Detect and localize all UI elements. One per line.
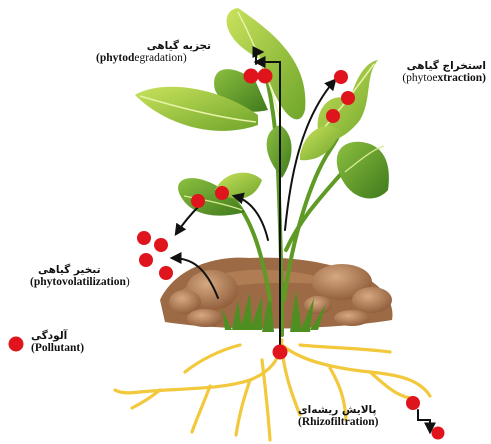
pollutant-legend-dot	[9, 337, 24, 352]
label-rhizofiltration: پالایش ریشه‌ای (Rhizofiltration)	[298, 404, 398, 429]
pollutant-dot	[326, 109, 340, 123]
label-pollutant-fa: آلودگی	[31, 330, 111, 342]
pollutant-dot	[137, 231, 151, 245]
release-arrow	[176, 205, 200, 234]
pollutant-dot	[215, 186, 229, 200]
label-rhizofiltration-en: (Rhizofiltration)	[298, 416, 398, 429]
label-phytovolatilization: تبخیر گیاهی (phytovolatilization)	[30, 264, 170, 289]
rhizofiltration-arrow	[418, 410, 430, 432]
pollutant-dot	[334, 70, 348, 84]
label-phytodegradation-fa: تجزیه گیاهی	[96, 40, 211, 52]
pollutant-dot	[244, 69, 259, 84]
pollutant-dot	[273, 345, 288, 360]
pollutant-dot	[406, 396, 420, 410]
pollutant-dot	[432, 427, 445, 440]
label-phytodegradation-en: (phytodegradation)	[96, 52, 211, 65]
label-phytovolatilization-fa: تبخیر گیاهی	[30, 264, 170, 276]
label-rhizofiltration-fa: پالایش ریشه‌ای	[298, 404, 398, 416]
pollutant-dot	[341, 91, 355, 105]
pollutant-dot	[258, 69, 273, 84]
label-phytoextraction: استخراج گیاهی (phytoextraction)	[382, 60, 486, 85]
lower-leaf-arrow	[234, 196, 268, 240]
label-phytoextraction-fa: استخراج گیاهی	[382, 60, 486, 72]
label-pollutant: آلودگی (Pollutant)	[31, 330, 111, 355]
pollutant-dot	[154, 238, 168, 252]
label-phytoextraction-en: (phytoextraction)	[382, 72, 486, 85]
label-pollutant-en: (Pollutant)	[31, 342, 111, 355]
pollutant-dot	[191, 194, 205, 208]
label-phytodegradation: تجزیه گیاهی (phytodegradation)	[96, 40, 211, 65]
label-phytovolatilization-en: (phytovolatilization)	[30, 276, 170, 289]
